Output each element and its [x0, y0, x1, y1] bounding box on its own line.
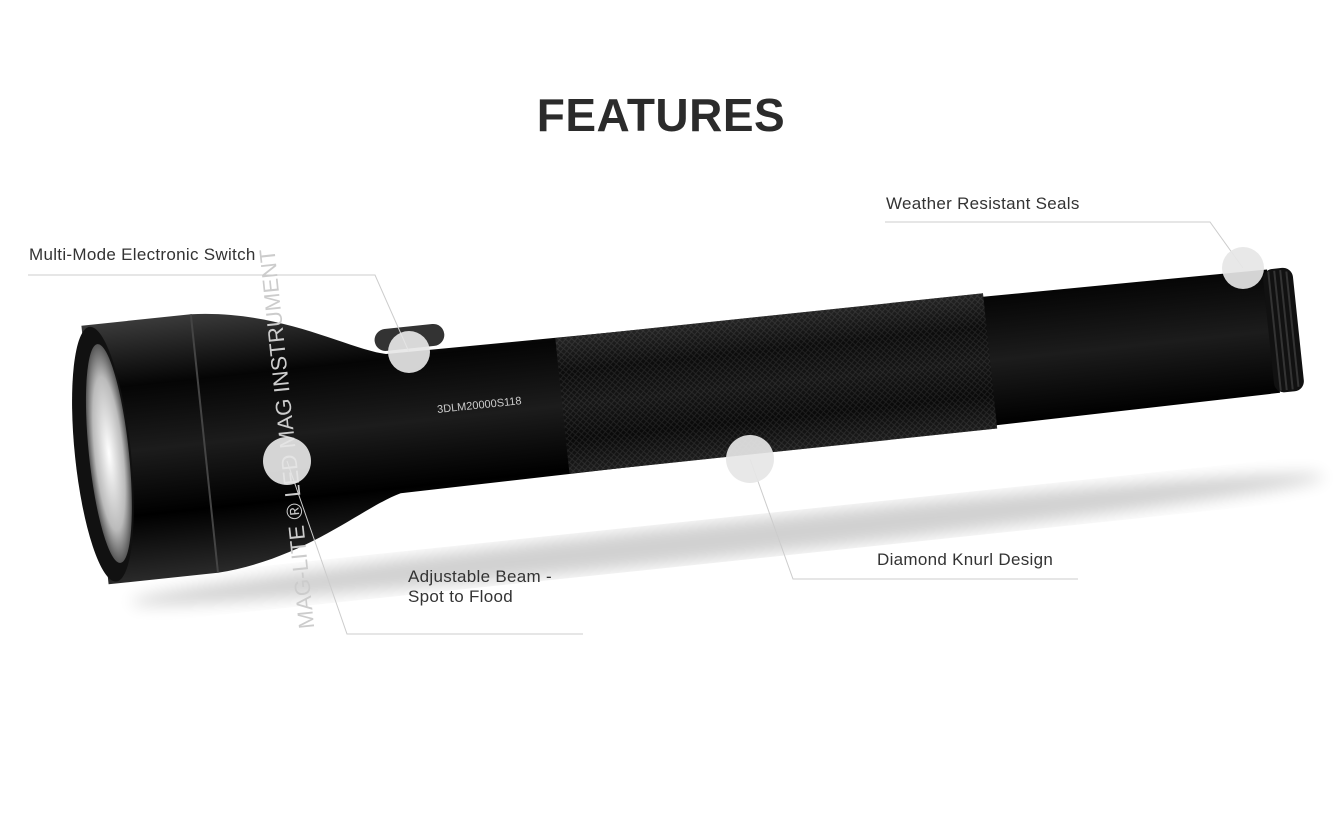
feature-label-seals: Weather Resistant Seals: [886, 194, 1080, 213]
hotspot-beam[interactable]: [263, 437, 311, 485]
feature-label-switch: Multi-Mode Electronic Switch: [29, 245, 256, 264]
hotspot-switch[interactable]: [388, 331, 430, 373]
hotspot-seals[interactable]: [1222, 247, 1264, 289]
feature-label-beam: Adjustable Beam - Spot to Flood: [408, 567, 552, 607]
tail-cap: [1263, 267, 1304, 393]
hotspot-knurl[interactable]: [726, 435, 774, 483]
feature-label-knurl: Diamond Knurl Design: [877, 550, 1054, 569]
page-title: FEATURES: [536, 89, 786, 141]
feature-label-beam-line1: Adjustable Beam -: [408, 567, 553, 586]
feature-label-beam-line2: Spot to Flood: [408, 587, 514, 606]
